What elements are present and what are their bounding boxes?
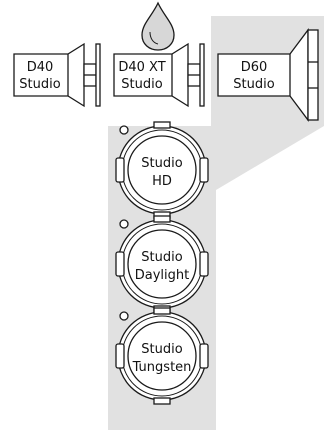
unit-label-line1: D40 XT [118,60,165,75]
lamp-label-line1: Studio [141,156,182,171]
unit-label-line2: Studio [233,77,274,92]
unit-label-line1: D60 [241,60,268,75]
lamp-studio-daylight: Studio Daylight [115,215,209,313]
lamp-studio-hd: Studio HD [115,121,209,219]
unit-label-line2: Studio [19,77,60,92]
lamp-studio-tungsten: Studio Tungsten [115,307,209,405]
unit-d60-studio: D60 Studio [217,28,319,122]
lamp-label-line2: HD [152,174,172,189]
unit-label-line2: Studio [121,77,162,92]
unit-d40-xt-studio: D40 XT Studio [113,42,205,108]
lamp-label-line2: Tungsten [132,360,192,375]
water-drop-icon [141,1,175,51]
unit-label-line1: D40 [27,60,54,75]
unit-d40-studio: D40 Studio [13,42,101,108]
lamp-label-line1: Studio [141,250,182,265]
lamp-label-line2: Daylight [135,268,189,283]
lamp-label-line1: Studio [141,342,182,357]
